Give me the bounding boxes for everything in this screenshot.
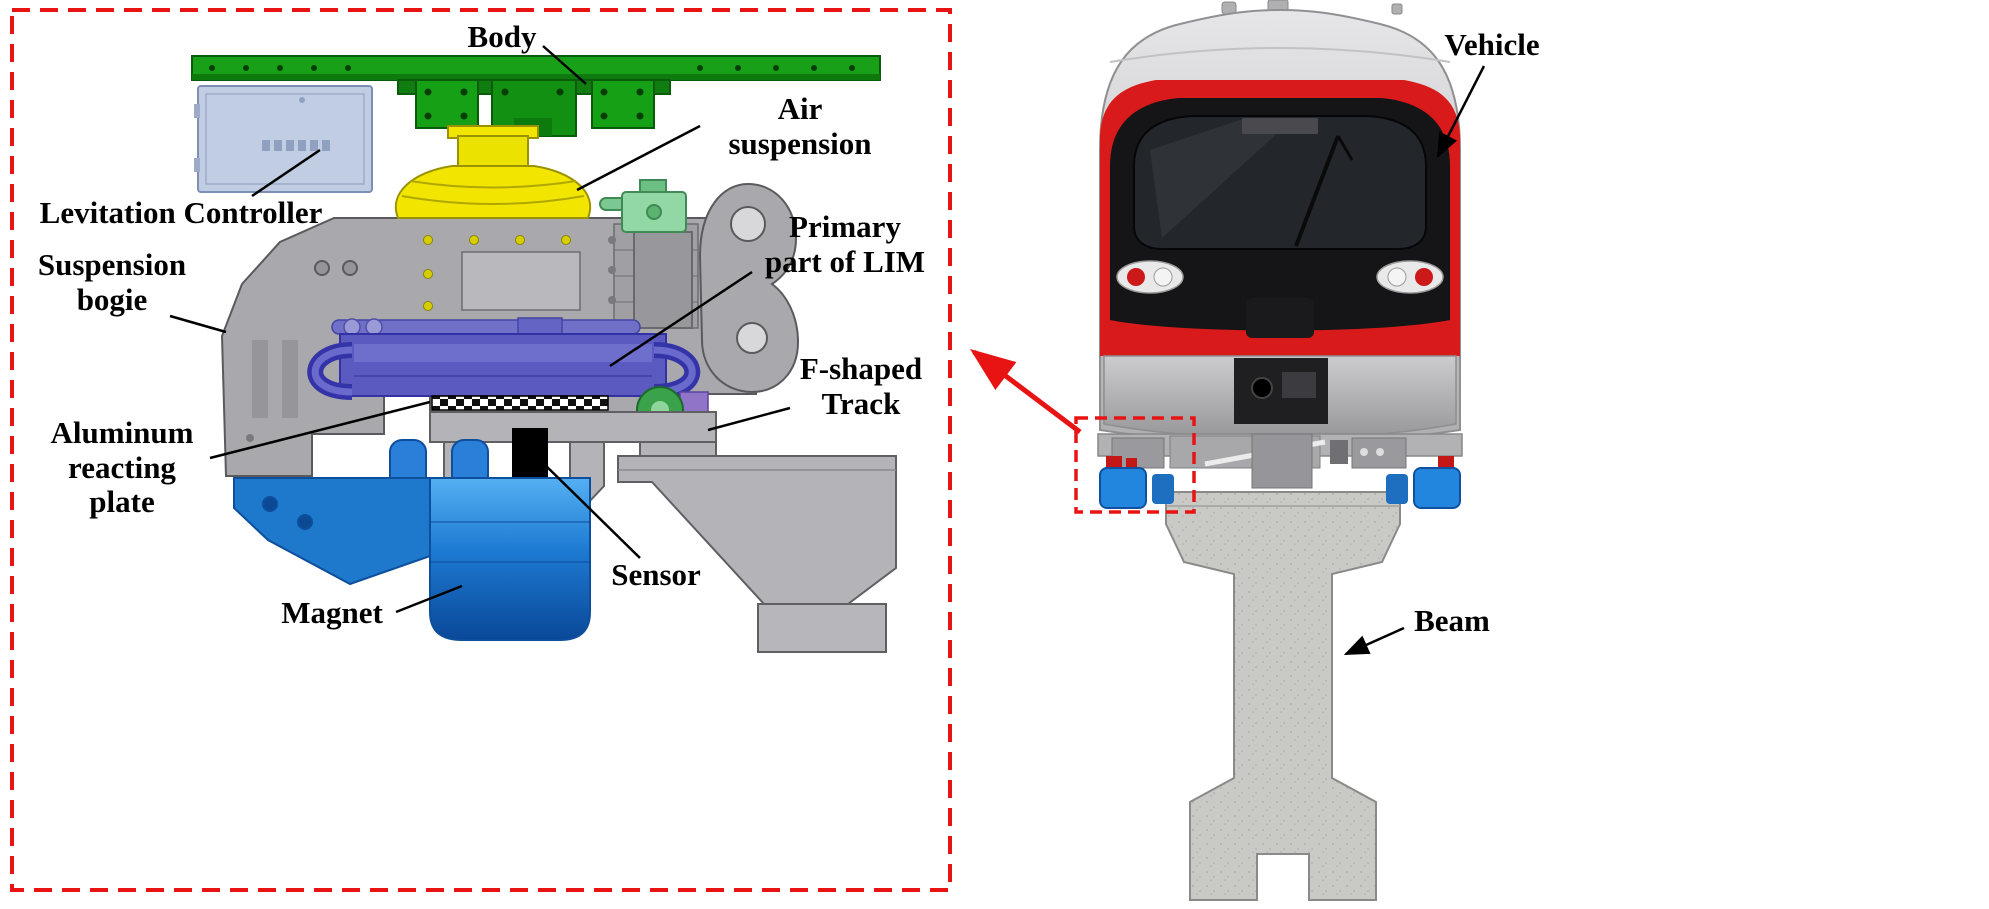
leader-sensor	[539, 459, 641, 559]
controller-tab-2	[194, 158, 200, 172]
coupler-box	[1282, 372, 1316, 398]
bogie-groove-2	[282, 340, 298, 418]
leader-magnet	[395, 584, 463, 614]
mask-chin-vent	[1246, 298, 1314, 338]
aluminum-plate-label: Aluminum reacting plate	[50, 415, 194, 520]
wiper-arm	[1336, 135, 1354, 161]
vehicle-label-arrow	[1436, 65, 1486, 159]
girder-foot	[757, 603, 887, 653]
leader-aluminum-plate	[209, 400, 431, 460]
headlight-left	[1116, 260, 1184, 294]
f-shaped-track-shape	[429, 411, 897, 653]
lim-top-block	[517, 317, 563, 335]
bogie-pivot-1	[314, 260, 330, 276]
magnet-shape	[233, 439, 591, 641]
magnet-left-wing	[233, 477, 431, 586]
coupler-head	[1251, 377, 1273, 399]
lug-hole-bottom	[736, 322, 768, 354]
lim-roller-1	[343, 318, 361, 336]
lim-core	[339, 333, 667, 397]
wiper	[1294, 135, 1340, 247]
bogie-groove-1	[252, 340, 268, 418]
bogie-right-dot-2	[1376, 448, 1384, 456]
lim-end-coil-left-inner	[311, 346, 353, 396]
body-bolts	[209, 65, 855, 120]
body-label: Body	[467, 19, 537, 54]
body-wing-left	[415, 79, 479, 129]
lev-module-red-r1	[1438, 456, 1454, 469]
controller-inner-frame	[205, 93, 365, 185]
roof-antennas	[1221, 0, 1403, 15]
beam-shape	[1165, 491, 1401, 901]
beam-body	[1165, 491, 1401, 901]
lev-module-left-inner	[1152, 474, 1174, 504]
controller-box	[197, 85, 373, 193]
bogie-bolts	[423, 235, 571, 311]
headlight-right	[1376, 260, 1444, 294]
lim-roller-2	[365, 318, 383, 336]
vehicle-label: Vehicle	[1444, 27, 1540, 62]
body-beam-underside	[192, 74, 880, 80]
controller-tab-1	[194, 104, 200, 118]
aluminum-reacting-plate-shape	[431, 395, 609, 411]
beam-label-arrow	[1343, 626, 1405, 656]
lev-module-red-l2	[1126, 458, 1137, 469]
bogie-dark-block	[1330, 440, 1348, 464]
bellows-seam-2	[409, 180, 577, 189]
air-suspension-bellows	[395, 165, 591, 219]
primary-lim-label: Primary part of LIM	[764, 209, 926, 279]
body-wing-right	[591, 79, 655, 129]
sensor-label: Sensor	[611, 557, 701, 592]
leader-lines	[169, 45, 791, 614]
beam-label: Beam	[1414, 603, 1490, 638]
leader-primary-lim	[609, 270, 753, 368]
green-valve-unit	[599, 179, 687, 233]
suspension-bogie-label: Suspension bogie	[37, 247, 187, 317]
magnet-wing-bolt-2	[297, 514, 313, 530]
magnet-main-block	[429, 477, 591, 641]
sensor-shape	[512, 428, 548, 486]
damper-cylinder	[633, 231, 693, 329]
bogie-center-support	[1251, 433, 1313, 489]
levitation-controller-label: Levitation Controller	[39, 195, 323, 230]
f-shaped-track-label: F-shaped Track	[799, 351, 923, 421]
bogie-right-dot-1	[1360, 448, 1368, 456]
lev-module-right	[1413, 467, 1461, 509]
detail-panel-border	[10, 8, 952, 892]
leader-air-suspension	[576, 124, 701, 192]
destination-display	[1242, 118, 1318, 134]
windshield	[1133, 115, 1427, 251]
leader-f-shaped-track	[707, 406, 791, 432]
bogie-pivot-2	[342, 260, 358, 276]
windshield-glare	[1150, 120, 1292, 238]
air-suspension-shape	[395, 125, 591, 219]
bellows-seam-1	[401, 195, 585, 205]
vehicle-view	[970, 0, 1486, 901]
bogie-gray-bolts	[246, 236, 616, 442]
lim-core-top-strip	[354, 344, 652, 362]
controller-vents	[262, 140, 330, 151]
lug-hole-top	[730, 206, 766, 242]
detail-panel	[10, 8, 952, 892]
bogie-lifting-lug	[698, 182, 800, 394]
magnet-wing-bolt-1	[262, 496, 278, 512]
roof-seam	[1109, 47, 1451, 63]
lev-module-red-l1	[1106, 456, 1122, 469]
track-flange	[429, 411, 717, 443]
lev-module-right-inner	[1386, 474, 1408, 504]
leader-body	[542, 45, 587, 85]
zoom-arrow	[970, 348, 1082, 434]
air-suspension-label: Air suspension	[728, 91, 872, 161]
controller-led	[299, 97, 305, 103]
zoom-region-box	[1074, 416, 1196, 514]
leader-levitation-controller	[251, 148, 321, 198]
lev-module-left	[1099, 467, 1147, 509]
bogie-recessed-panel	[461, 251, 581, 311]
air-suspension-cylinder	[457, 135, 529, 169]
leader-suspension-bogie	[169, 314, 227, 334]
lim-assembly	[307, 317, 701, 400]
magnet-label: Magnet	[281, 595, 383, 630]
levitation-controller-shape	[194, 85, 373, 193]
